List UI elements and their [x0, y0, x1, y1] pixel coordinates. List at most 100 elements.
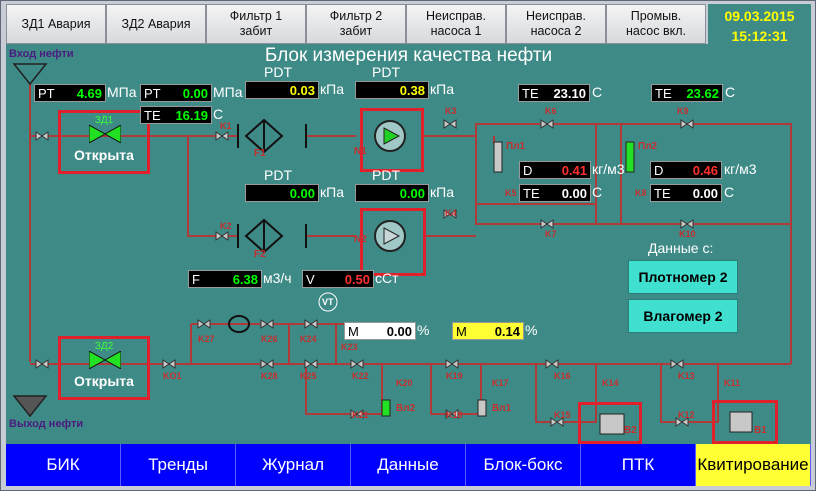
nav-ptk[interactable]: ПТК: [581, 444, 696, 486]
meter-d2-unit: кг/м3: [724, 161, 757, 177]
valve-zd2-state: Открыта: [74, 373, 134, 389]
sampler-b1-highlight[interactable]: [712, 400, 778, 444]
label-pl2: Пл2: [638, 141, 658, 152]
valve-tag-k4[interactable]: K4: [445, 208, 457, 218]
alarm-zd1[interactable]: ЗД1 Авария: [6, 4, 106, 44]
densimeter-pl2: [625, 141, 635, 173]
moisture-meter2-button[interactable]: Влагомер 2: [628, 299, 738, 333]
alarm-pump2[interactable]: Неисправ. насоса 2: [506, 4, 606, 44]
valve-tag-k19[interactable]: K19: [446, 371, 463, 381]
label-n1: N1: [354, 146, 367, 157]
meter-viscosity-unit: сСт: [375, 270, 399, 286]
valve-zd1[interactable]: ЗД1 Открыта: [58, 110, 150, 174]
pdt-n2-label: PDT: [372, 167, 400, 183]
alarm-filter2[interactable]: Фильтр 2 забит: [306, 4, 406, 44]
valve-tag-k24[interactable]: K24: [300, 334, 317, 344]
valve-zd1-state: Открыта: [74, 147, 134, 163]
meter-pdt-n1: 0.38: [355, 81, 429, 99]
pdt-n1-unit: кПа: [430, 81, 454, 97]
valve-tag-k13[interactable]: K13: [678, 371, 695, 381]
valve-open-icon: [89, 351, 121, 369]
alarm-zd2[interactable]: ЗД2 Авария: [106, 4, 206, 44]
alarm-filter1[interactable]: Фильтр 1 забит: [206, 4, 306, 44]
valve-tag-k7[interactable]: K7: [545, 229, 557, 239]
alarm-flush-pump[interactable]: Промыв. насос вкл.: [606, 4, 706, 44]
densimeter2-button[interactable]: Плотномер 2: [628, 260, 738, 294]
label-b2: В2: [624, 425, 637, 436]
sampler-b2-highlight[interactable]: [578, 402, 642, 444]
valve-tag-ko1[interactable]: KO1: [163, 371, 182, 381]
pdt-n1-label: PDT: [372, 64, 400, 80]
valve-open-icon: [89, 125, 121, 143]
pump-n2-highlight[interactable]: [360, 208, 426, 276]
alarm-bar: ЗД1 Авария ЗД2 Авария Фильтр 1 забит Фил…: [6, 4, 706, 44]
valve-tag-k6[interactable]: K6: [545, 106, 557, 116]
pdt-f2-unit: кПа: [320, 184, 344, 200]
valve-tag-k8[interactable]: K8: [635, 188, 647, 198]
valve-tag-k20[interactable]: K20: [396, 378, 413, 388]
valve-tag-k18[interactable]: K18: [446, 410, 463, 420]
valve-tag-k15[interactable]: K15: [554, 410, 571, 420]
meter-pdt-f1: 0.03: [245, 81, 319, 99]
valve-zd1-name: ЗД1: [94, 115, 114, 126]
valve-tag-k21[interactable]: K21: [352, 410, 369, 420]
valve-tag-k2[interactable]: K2: [220, 221, 232, 231]
meter-te-pl1-unit: С: [592, 84, 603, 100]
densimeter-pl1: [493, 141, 503, 173]
bottom-nav: БИК Тренды Журнал Данные Блок-бокс ПТК К…: [6, 444, 811, 486]
alarm-pump1[interactable]: Неисправ. насоса 1: [406, 4, 506, 44]
clock-date: 09.03.2015: [724, 8, 795, 24]
nav-acknowledge[interactable]: Квитирование: [696, 444, 811, 486]
valve-tag-k1[interactable]: K1: [220, 121, 232, 131]
data-from-label: Данные с:: [648, 240, 714, 256]
meter-te-d1-unit: С: [592, 184, 603, 200]
pump-n1-highlight[interactable]: [360, 108, 424, 172]
meter-pdt-n2: 0.00: [355, 184, 429, 202]
valve-tag-k5[interactable]: K5: [505, 188, 517, 198]
valve-tag-k28[interactable]: K28: [261, 371, 278, 381]
valve-zd2-name: ЗД2: [94, 341, 114, 352]
valve-zd2[interactable]: ЗД2 Открыта: [58, 336, 150, 400]
meter-d1-unit: кг/м3: [592, 161, 625, 177]
label-vn2: Вл2: [396, 403, 416, 414]
nav-data[interactable]: Данные: [351, 444, 466, 486]
valve-tag-k25[interactable]: K25: [300, 371, 317, 381]
valve-tag-k3[interactable]: K3: [445, 106, 457, 116]
valve-tag-k16[interactable]: K16: [554, 371, 571, 381]
meter-pdt-f2: 0.00: [245, 184, 319, 202]
meter-te-d2-unit: С: [724, 184, 735, 200]
pdt-n2-unit: кПа: [430, 184, 454, 200]
valve-tag-k9[interactable]: K9: [677, 106, 689, 116]
nav-journal[interactable]: Журнал: [236, 444, 351, 486]
valve-tag-k23[interactable]: K23: [341, 342, 358, 352]
pump-n2: [374, 220, 406, 252]
label-f1: F1: [254, 148, 266, 159]
moisture-vn2: [381, 399, 391, 417]
valve-tag-k22[interactable]: K22: [352, 371, 369, 381]
valve-tag-k11[interactable]: K11: [724, 378, 741, 388]
pdt-f1-label: PDT: [264, 64, 292, 80]
valve-tag-k14[interactable]: K14: [602, 378, 619, 388]
label-pl1: Пл1: [506, 141, 526, 152]
nav-trends[interactable]: Тренды: [121, 444, 236, 486]
nav-block-box[interactable]: Блок-бокс: [466, 444, 581, 486]
pump-n1: [374, 120, 406, 152]
valve-tag-k27[interactable]: K27: [198, 334, 215, 344]
meter-m1-unit: %: [417, 322, 430, 338]
valve-tag-k26[interactable]: K26: [261, 334, 278, 344]
mimic-panel: Блок измерения качества нефти Вход нефти…: [6, 44, 811, 444]
valve-tag-k12[interactable]: K12: [678, 410, 695, 420]
page-title: Блок измерения качества нефти: [264, 45, 553, 66]
nav-bik[interactable]: БИК: [6, 444, 121, 486]
sampler-b2: [599, 413, 625, 435]
valve-tag-k17[interactable]: K17: [492, 378, 509, 388]
valve-tag-k10[interactable]: K10: [679, 229, 696, 239]
